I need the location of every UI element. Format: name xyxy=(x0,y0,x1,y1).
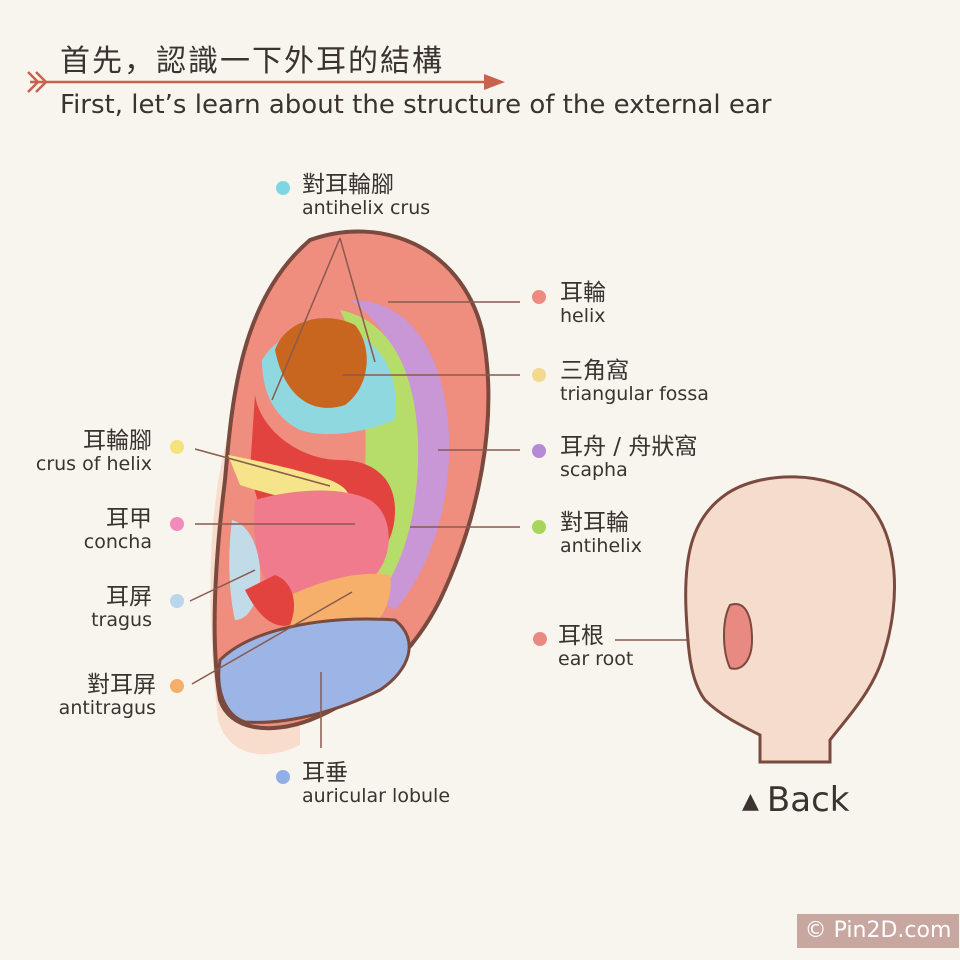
page-title-chinese: 首先，認識一下外耳的結構 xyxy=(60,44,444,79)
label-en: crus of helix xyxy=(35,453,152,476)
helix-dot xyxy=(532,290,546,304)
label-zh: 三角窩 xyxy=(560,358,629,384)
label-en: auricular lobule xyxy=(302,785,451,808)
label-crus-of-helix: 耳輪腳 crus of helix xyxy=(36,428,152,476)
label-triangular-fossa: 三角窩 triangular fossa xyxy=(560,358,709,406)
label-antihelix-crus: 對耳輪腳 antihelix crus xyxy=(302,172,430,220)
page-title-english: First, let’s learn about the structure o… xyxy=(60,90,772,120)
ear-root-dot xyxy=(533,632,547,646)
small-ear-icon xyxy=(723,603,754,670)
label-antihelix: 對耳輪 antihelix xyxy=(560,510,642,558)
concha-hook xyxy=(245,575,295,626)
label-zh: 耳舟 / 舟狀窩 xyxy=(560,434,698,460)
concha-dot xyxy=(170,517,184,531)
label-zh: 對耳屏 xyxy=(87,672,156,698)
label-zh: 對耳輪腳 xyxy=(302,172,394,198)
label-en: helix xyxy=(560,305,606,328)
antihelix-dot xyxy=(532,520,546,534)
label-en: tragus xyxy=(91,609,152,632)
triangular-fossa-dot xyxy=(532,368,546,382)
label-en: concha xyxy=(83,531,152,554)
lobule-region xyxy=(217,617,411,724)
label-en: antihelix crus xyxy=(302,197,431,220)
label-tragus: 耳屏 tragus xyxy=(91,584,152,632)
label-zh: 耳輪腳 xyxy=(83,428,152,454)
watermark: © Pin2D.com xyxy=(797,914,959,948)
lobule-dot xyxy=(276,770,290,784)
triangle-up-icon: ▲ xyxy=(742,789,759,814)
label-en: antitragus xyxy=(58,697,156,720)
label-helix: 耳輪 helix xyxy=(560,280,606,328)
back-caption: ▲ Back xyxy=(742,780,849,820)
pointer-lines xyxy=(189,237,748,748)
tragus-dot xyxy=(170,594,184,608)
label-ear-root: 耳根 ear root xyxy=(558,623,633,671)
label-scapha: 耳舟 / 舟狀窩 scapha xyxy=(560,434,697,482)
label-concha: 耳甲 concha xyxy=(84,506,152,554)
label-en: triangular fossa xyxy=(560,383,709,406)
title-arrow xyxy=(27,71,505,93)
antihelix-crus-dot xyxy=(276,181,290,195)
label-zh: 耳甲 xyxy=(106,506,152,532)
label-zh: 對耳輪 xyxy=(560,510,629,536)
label-lobule: 耳垂 auricular lobule xyxy=(302,760,450,808)
label-en: scapha xyxy=(560,459,628,482)
label-zh: 耳輪 xyxy=(560,280,606,306)
crus-of-helix-dot xyxy=(170,440,184,454)
label-en: antihelix xyxy=(560,535,642,558)
scapha-dot xyxy=(532,444,546,458)
label-zh: 耳根 xyxy=(558,623,604,649)
concha-region xyxy=(253,490,389,602)
scapha-region xyxy=(350,300,450,610)
back-label: Back xyxy=(766,780,850,820)
antitragus-dot xyxy=(170,679,184,693)
head-illustration xyxy=(684,475,897,764)
label-zh: 耳屏 xyxy=(106,584,152,610)
triangular-fossa-region xyxy=(275,318,367,408)
label-zh: 耳垂 xyxy=(302,760,348,786)
label-en: ear root xyxy=(558,648,634,671)
label-antitragus: 對耳屏 antitragus xyxy=(59,672,156,720)
